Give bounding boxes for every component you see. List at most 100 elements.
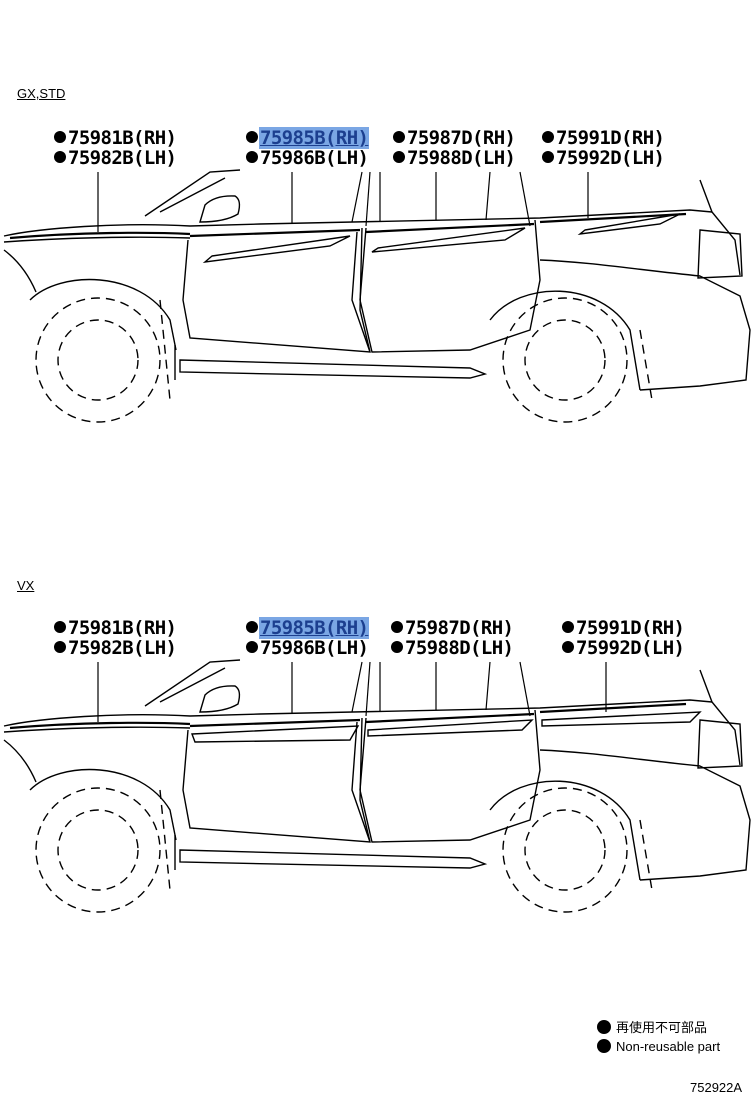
non-reusable-dot-icon bbox=[393, 151, 405, 163]
rear-door-outline bbox=[359, 219, 541, 353]
figure-id: 752922A bbox=[690, 1080, 743, 1095]
quarter-moulding bbox=[539, 212, 687, 224]
non-reusable-dot-icon bbox=[54, 621, 66, 633]
part-number-rh[interactable]: 75987D(RH) bbox=[407, 127, 516, 149]
part-callout-front-door[interactable]: 75985B(RH) 75986B(LH) bbox=[246, 617, 370, 659]
part-number-rh[interactable]: 75991D(RH) bbox=[576, 617, 685, 639]
leader-line bbox=[365, 661, 371, 717]
non-reusable-dot-icon bbox=[391, 641, 403, 653]
quarter-moulding bbox=[539, 702, 687, 714]
part-callout-quarter[interactable]: 75991D(RH) 75992D(LH) bbox=[542, 128, 665, 168]
part-number-lh[interactable]: 75992D(LH) bbox=[576, 637, 685, 659]
part-number-lh[interactable]: 75982B(LH) bbox=[68, 147, 177, 169]
leader-line bbox=[365, 171, 371, 227]
legend-jp-text: 再使用不可部品 bbox=[616, 1020, 708, 1035]
quarter-stripe bbox=[577, 213, 681, 236]
fender-moulding bbox=[9, 231, 191, 240]
front-wheel bbox=[35, 297, 161, 423]
part-number-rh-highlighted[interactable]: 75985B(RH) bbox=[259, 617, 370, 639]
part-number-rh-highlighted[interactable]: 75985B(RH) bbox=[259, 127, 370, 149]
non-reusable-dot-icon bbox=[246, 151, 258, 163]
rear-door-stripe bbox=[367, 719, 534, 737]
body-beltline bbox=[3, 209, 713, 237]
quarter-panel bbox=[539, 259, 751, 391]
part-callout-front-fender[interactable]: 75981B(RH) 75982B(LH) bbox=[54, 128, 177, 168]
part-number-rh[interactable]: 75981B(RH) bbox=[68, 127, 177, 149]
body-beltline bbox=[3, 699, 713, 727]
rear-door-outline bbox=[359, 709, 541, 843]
legend-jp: 再使用不可部品 bbox=[597, 1017, 707, 1036]
front-door-moulding bbox=[189, 718, 361, 728]
leader-line bbox=[351, 661, 363, 713]
non-reusable-dot-icon bbox=[54, 641, 66, 653]
quarter-stripe bbox=[541, 711, 702, 727]
rear-wheel bbox=[502, 787, 628, 913]
part-callout-quarter[interactable]: 75991D(RH) 75992D(LH) bbox=[562, 618, 685, 658]
legend-en: Non-reusable part bbox=[597, 1039, 720, 1054]
running-board bbox=[179, 849, 488, 869]
rear-wheel bbox=[502, 297, 628, 423]
part-number-rh[interactable]: 75981B(RH) bbox=[68, 617, 177, 639]
non-reusable-dot-icon bbox=[542, 131, 554, 143]
part-number-lh[interactable]: 75988D(LH) bbox=[407, 147, 516, 169]
legend-en-text: Non-reusable part bbox=[616, 1039, 721, 1054]
b-pillar-line bbox=[351, 721, 371, 843]
vehicle-side-view bbox=[3, 659, 751, 913]
hood-lower-line bbox=[3, 726, 191, 733]
front-wheel-arch bbox=[29, 768, 177, 841]
front-door-stripe bbox=[191, 725, 360, 743]
part-number-lh[interactable]: 75986B(LH) bbox=[260, 147, 369, 169]
non-reusable-dot-icon bbox=[391, 621, 403, 633]
part-callout-rear-door[interactable]: 75987D(RH) 75988D(LH) bbox=[391, 618, 514, 658]
part-number-lh[interactable]: 75992D(LH) bbox=[556, 147, 665, 169]
front-wheel bbox=[35, 787, 161, 913]
rear-wheel-hub bbox=[524, 809, 606, 891]
non-reusable-dot-icon bbox=[562, 621, 574, 633]
front-wheel-hub bbox=[57, 809, 139, 891]
part-number-rh[interactable]: 75991D(RH) bbox=[556, 127, 665, 149]
leader-line bbox=[351, 171, 363, 223]
front-bumper bbox=[3, 739, 37, 783]
non-reusable-dot-icon bbox=[246, 621, 258, 633]
windshield-line bbox=[144, 169, 241, 217]
rear-pillar bbox=[699, 669, 741, 766]
rear-arch-dash bbox=[639, 329, 653, 401]
front-wheel-hub bbox=[57, 319, 139, 401]
front-door-outline bbox=[182, 717, 371, 843]
front-door-moulding bbox=[189, 228, 361, 238]
front-arch-dash bbox=[159, 789, 171, 891]
part-number-lh[interactable]: 75982B(LH) bbox=[68, 637, 177, 659]
leader-line bbox=[519, 661, 531, 717]
leader-line bbox=[485, 661, 491, 711]
part-number-lh[interactable]: 75988D(LH) bbox=[405, 637, 514, 659]
rear-wheel-hub bbox=[524, 319, 606, 401]
non-reusable-dot-icon bbox=[393, 131, 405, 143]
fender-moulding bbox=[9, 721, 191, 730]
front-arch-dash bbox=[159, 299, 171, 401]
rear-wheel-arch bbox=[489, 780, 641, 881]
leader-line bbox=[519, 171, 531, 227]
part-number-lh[interactable]: 75986B(LH) bbox=[260, 637, 369, 659]
rear-door-stripe bbox=[371, 227, 526, 253]
rear-door-moulding bbox=[365, 712, 535, 724]
vehicle-side-view bbox=[3, 169, 751, 423]
part-callout-front-fender[interactable]: 75981B(RH) 75982B(LH) bbox=[54, 618, 177, 658]
windshield-line bbox=[144, 659, 241, 707]
tail-lamp bbox=[697, 719, 743, 769]
a-pillar-line bbox=[159, 177, 226, 213]
a-pillar-line bbox=[159, 667, 226, 703]
section-label-gx-std: GX,STD bbox=[17, 86, 66, 101]
non-reusable-dot-icon bbox=[597, 1039, 611, 1053]
part-callout-front-door[interactable]: 75985B(RH) 75986B(LH) bbox=[246, 127, 370, 169]
front-wheel-arch bbox=[29, 278, 177, 351]
side-mirror bbox=[199, 195, 241, 223]
rear-wheel-arch bbox=[489, 290, 641, 391]
rear-arch-dash bbox=[639, 819, 653, 891]
part-number-rh[interactable]: 75987D(RH) bbox=[405, 617, 514, 639]
part-callout-rear-door[interactable]: 75987D(RH) 75988D(LH) bbox=[393, 128, 516, 168]
running-board bbox=[179, 359, 488, 379]
front-bumper bbox=[3, 249, 37, 293]
non-reusable-dot-icon bbox=[597, 1020, 611, 1034]
